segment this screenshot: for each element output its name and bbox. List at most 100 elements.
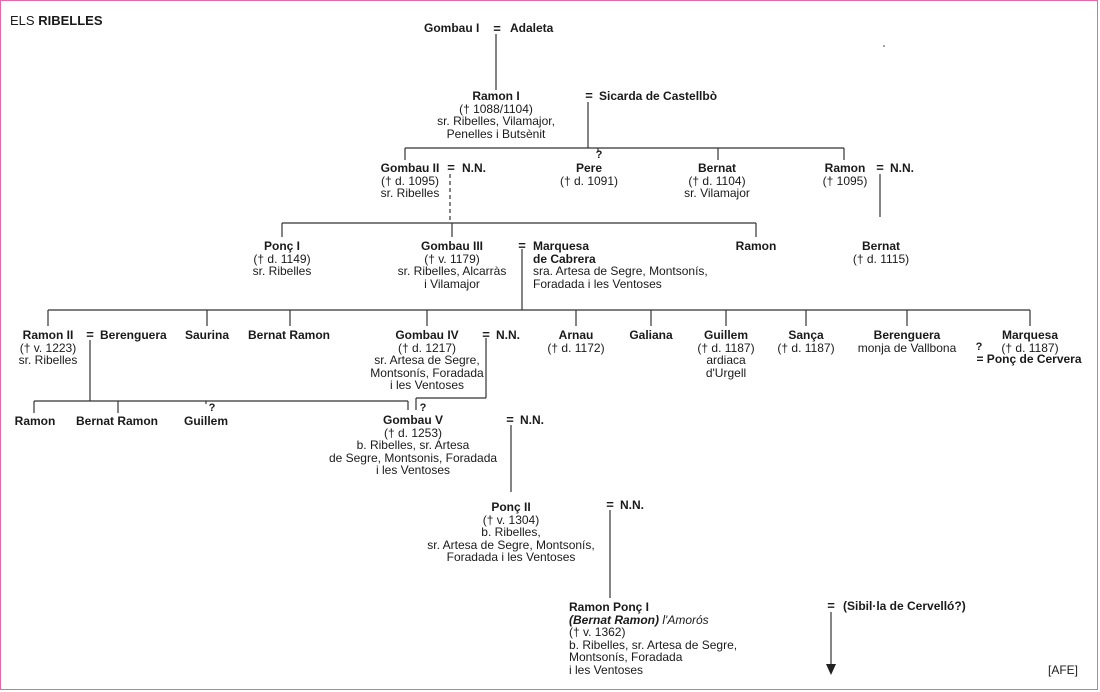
person-detail: Montsonís, Foradada bbox=[370, 365, 484, 380]
person-ramon-i: Ramon I († 1088/1104) sr. Ribelles, Vila… bbox=[437, 90, 555, 140]
person-name: Gombau IV bbox=[395, 328, 459, 342]
person-name: Ramon I bbox=[472, 89, 520, 103]
person-detail: († d. 1217) bbox=[397, 340, 457, 355]
person-name: Ramon II bbox=[22, 328, 74, 342]
person-detail: († d. 1187) bbox=[697, 340, 755, 355]
person-detail: Foradada i les Ventoses bbox=[446, 550, 576, 564]
person-detail: († v. 1179) bbox=[424, 251, 480, 266]
person-detail: sr. Vilamajor bbox=[684, 186, 750, 200]
person-name: Pere bbox=[575, 161, 603, 175]
marriage-sign: = bbox=[876, 160, 884, 175]
person-detail: († 1095) bbox=[822, 173, 868, 188]
person-name: Berenguera bbox=[873, 328, 941, 342]
person-name: Marquesa bbox=[533, 239, 590, 253]
diagram-title: ELS RIBELLES bbox=[10, 13, 103, 28]
person-adaleta: Adaleta bbox=[510, 21, 554, 35]
person-detail: († d. 1115) bbox=[852, 251, 910, 266]
person-detail: sr. Ribelles bbox=[252, 264, 312, 278]
marriage-sign: = bbox=[585, 88, 593, 103]
person-detail: b. Ribelles, sr. Artesa bbox=[356, 438, 470, 452]
person-detail: († d. 1104) bbox=[688, 173, 746, 188]
marriage-sign: = bbox=[493, 21, 501, 36]
marriage-sign: = bbox=[606, 497, 614, 512]
person-detail: sr. Artesa de Segre, Montsonís, bbox=[427, 537, 595, 552]
person-detail: Foradada i les Ventoses bbox=[533, 276, 662, 291]
person-detail: († d. 1091) bbox=[559, 173, 619, 188]
source-label: [AFE] bbox=[1048, 663, 1079, 677]
uncertain-mark: ? bbox=[419, 402, 427, 414]
person-detail: b. Ribelles, bbox=[481, 525, 541, 539]
person-name: Bernat bbox=[697, 161, 736, 175]
person-name: Ponç I bbox=[263, 239, 300, 253]
person-gombau-i: Gombau I bbox=[424, 21, 480, 35]
person-galiana: Galiana bbox=[629, 328, 673, 342]
person-detail: sr. Ribelles, Vilamajor, bbox=[437, 114, 555, 128]
person-gombau-iv: Gombau IV († d. 1217) sr. Artesa de Segr… bbox=[370, 329, 483, 392]
person-gombau-ii: Gombau II († d. 1095) sr. Ribelles bbox=[381, 162, 440, 200]
uncertain-mark: ? bbox=[208, 402, 216, 414]
person-ramon-ponc-i: Ramon Ponç I (Bernat Ramon) l'Amorós († … bbox=[569, 601, 737, 676]
person-ramon: Ramon bbox=[735, 239, 777, 253]
person-detail: sr. Ribelles, Alcarràs bbox=[397, 264, 507, 278]
person-ponc-de-cervera: = Ponç de Cervera bbox=[976, 352, 1082, 366]
person-sicarda-de-castellbo: Sicarda de Castellbò bbox=[599, 89, 718, 103]
person-gombau-v: Gombau V († d. 1253) b. Ribelles, sr. Ar… bbox=[329, 414, 497, 477]
person-detail: († d. 1149) bbox=[253, 251, 311, 266]
person-ramon: Ramon († 1095) bbox=[823, 162, 868, 187]
person-ponc-ii: Ponç II († v. 1304) b. Ribelles, sr. Art… bbox=[427, 501, 594, 564]
person-berenguera: Berenguera monja de Vallbona bbox=[858, 329, 957, 354]
person-detail: († d. 1172) bbox=[547, 340, 605, 355]
person-detail: ardiaca bbox=[706, 353, 746, 367]
person-detail: Montsonís, Foradada bbox=[569, 650, 683, 664]
marriage-sign: = bbox=[86, 327, 94, 342]
person-nn: N.N. bbox=[890, 161, 914, 175]
person-name: Bernat bbox=[861, 239, 901, 253]
person-name: Gombau V bbox=[382, 413, 444, 427]
person-name: de Cabrera bbox=[533, 251, 596, 266]
person-nn: N.N. bbox=[620, 498, 644, 512]
person-saurina: Saurina bbox=[184, 328, 230, 342]
person-ponc-i: Ponç I († d. 1149) sr. Ribelles bbox=[253, 240, 312, 278]
person-detail: b. Ribelles, sr. Artesa de Segre, bbox=[569, 637, 738, 652]
person-marquesa-de-cabrera: Marquesa de Cabrera sra. Artesa de Segre… bbox=[533, 240, 708, 290]
marriage-sign: = bbox=[447, 160, 455, 175]
person-guillem: Guillem bbox=[183, 414, 229, 428]
person-pere: Pere († d. 1091) bbox=[560, 162, 618, 187]
person-detail: († 1088/1104) bbox=[459, 101, 533, 116]
person-detail: i les Ventoses bbox=[569, 662, 644, 677]
person-nn: N.N. bbox=[496, 328, 520, 342]
person-name: Ponç II bbox=[491, 500, 531, 514]
person-detail: († d. 1187) bbox=[777, 340, 835, 355]
person-detail: monja de Vallbona bbox=[857, 340, 957, 355]
person-gombau-iii: Gombau III († v. 1179) sr. Ribelles, Alc… bbox=[398, 240, 507, 290]
person-detail: i les Ventoses bbox=[375, 463, 451, 477]
person-sibilla-de-cervello: (Sibil·la de Cervelló?) bbox=[843, 599, 966, 613]
person-name: Gombau III bbox=[420, 239, 484, 253]
marriage-sign: = bbox=[518, 238, 526, 253]
uncertain-mark: ? bbox=[975, 341, 983, 353]
person-nickname: l'Amorós bbox=[662, 612, 709, 627]
person-ramon: Ramon bbox=[14, 414, 56, 428]
person-detail: d'Urgell bbox=[705, 365, 747, 380]
person-marquesa: Marquesa († d. 1187) bbox=[1001, 329, 1058, 354]
person-alias: (Bernat Ramon) bbox=[569, 612, 660, 627]
person-detail: sr. Artesa de Segre, bbox=[374, 353, 480, 367]
person-detail: († d. 1095) bbox=[380, 173, 440, 188]
person-bernat-ramon: Bernat Ramon bbox=[247, 328, 331, 342]
person-name: Ramon Ponç I bbox=[569, 600, 650, 614]
marriage-sign: = bbox=[827, 598, 835, 613]
person-sanca: Sança († d. 1187) bbox=[777, 329, 834, 354]
uncertain-mark: ? bbox=[595, 149, 603, 161]
marriage-sign: = bbox=[482, 327, 490, 342]
person-nn: N.N. bbox=[520, 413, 544, 427]
person-name: Gombau II bbox=[380, 161, 440, 175]
marriage-sign: = bbox=[506, 412, 514, 427]
continuation-arrow-icon bbox=[826, 664, 836, 675]
person-name: Arnau bbox=[558, 328, 594, 342]
person-detail: († v. 1223) bbox=[19, 340, 77, 355]
person-name: Sança bbox=[788, 328, 824, 342]
person-detail: i Vilamajor bbox=[424, 276, 480, 291]
person-detail: († d. 1187) bbox=[1001, 340, 1059, 355]
person-detail: († v. 1304) bbox=[482, 512, 540, 527]
